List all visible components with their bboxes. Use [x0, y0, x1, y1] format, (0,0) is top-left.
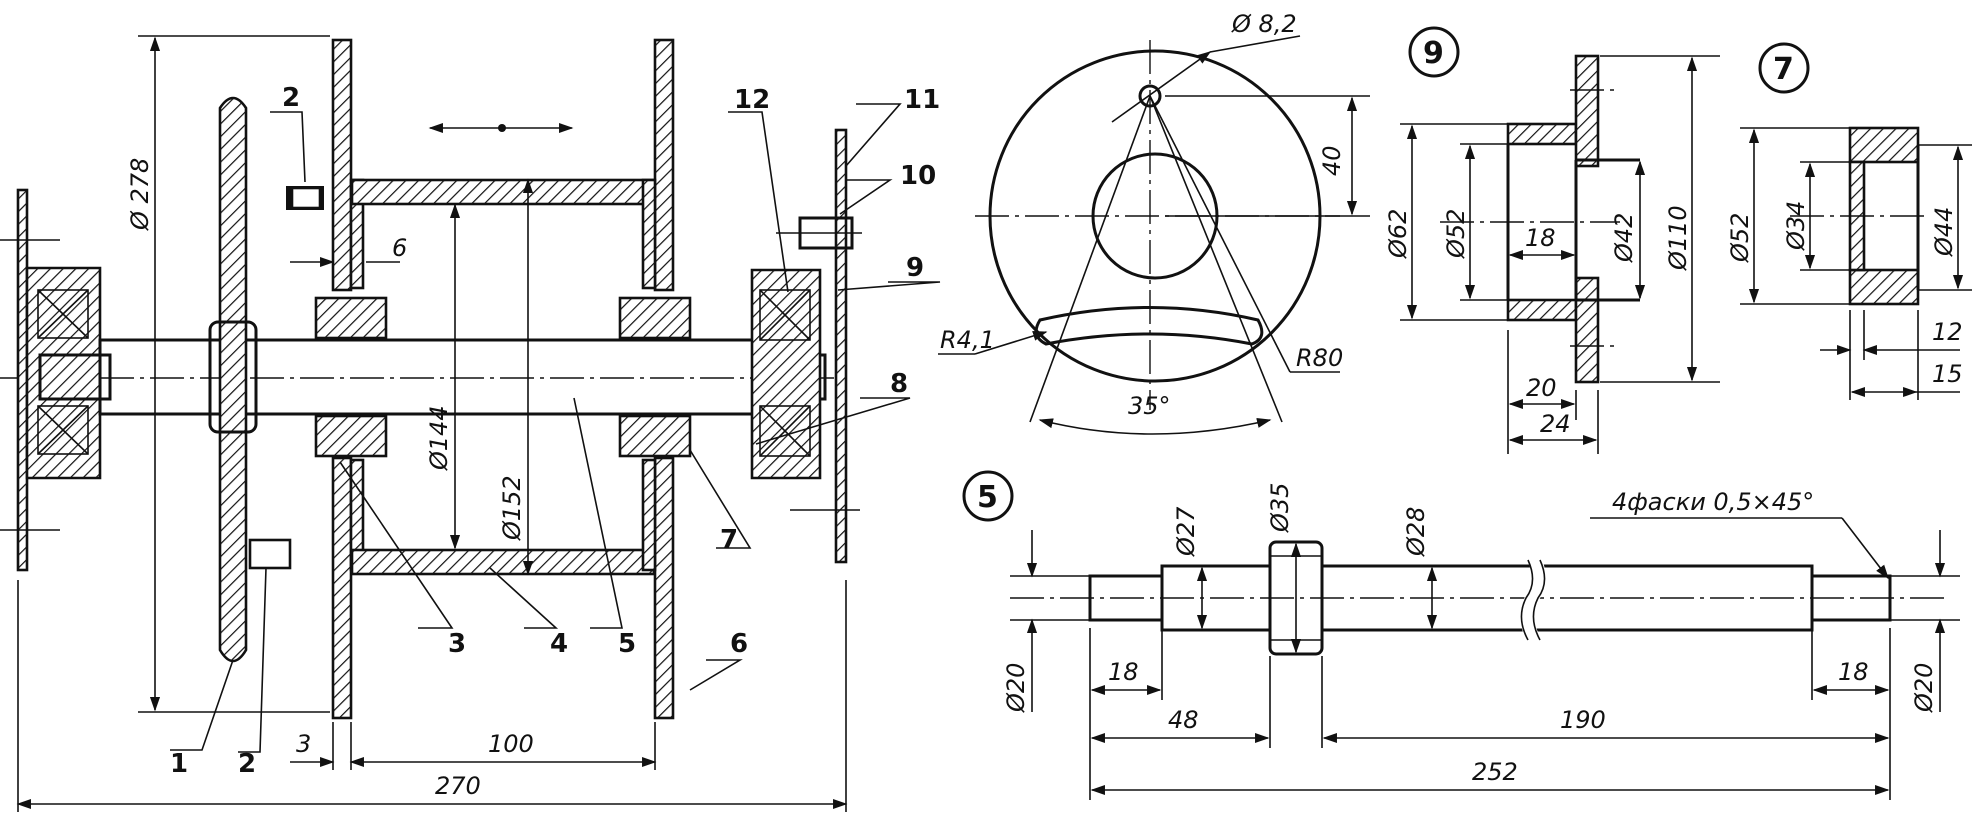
dim-d20-right: Ø20 [1910, 663, 1938, 713]
dim-15: 15 [1932, 360, 1963, 388]
callout-4: 4 [550, 629, 568, 659]
part-9-view: 9 Ø62 Ø52 18 Ø42 Ø110 20 24 [1384, 26, 1720, 454]
dim-190: 190 [1560, 706, 1606, 734]
dim-r80: R80 [1296, 344, 1343, 372]
part-5-number: 5 [977, 480, 998, 515]
sprocket-part-1 [208, 96, 324, 663]
dim-d110: Ø110 [1664, 205, 1692, 271]
dim-d278: Ø 278 [126, 158, 154, 231]
right-bearing-housing [750, 128, 862, 564]
dim-18-right: 18 [1838, 658, 1869, 686]
dim-270: 270 [435, 772, 481, 800]
dim-a35: 35° [1128, 392, 1171, 420]
dim-3: 3 [296, 730, 311, 758]
dim-20: 20 [1526, 374, 1557, 402]
callout-leaders [170, 103, 941, 753]
assembly-view: Ø 278 Ø144 Ø152 6 3 100 270 [0, 35, 941, 812]
callout-1: 1 [170, 749, 188, 779]
part-9-number: 9 [1423, 36, 1444, 71]
callout-7: 7 [720, 525, 738, 555]
dim-252: 252 [1472, 758, 1518, 786]
callout-5: 5 [618, 629, 636, 659]
dim-48: 48 [1168, 706, 1199, 734]
dim-d42: Ø42 [1610, 213, 1638, 263]
callout-11: 11 [904, 85, 940, 115]
dim-24: 24 [1540, 410, 1571, 438]
dim-d62: Ø62 [1384, 209, 1412, 259]
dim-12: 12 [1932, 318, 1963, 346]
chamfer-note: 4фаски 0,5×45° [1612, 488, 1814, 516]
left-bearing-housing [0, 188, 102, 572]
part-7-number: 7 [1773, 52, 1794, 87]
dim-d52-7: Ø52 [1726, 213, 1754, 263]
disc-view: Ø 8,2 40 R4,1 R80 35° [938, 10, 1370, 435]
callout-2-lower: 2 [238, 749, 256, 779]
callout-3: 3 [448, 629, 466, 659]
dim-d82: Ø 8,2 [1231, 10, 1297, 38]
dim-d44: Ø44 [1930, 207, 1958, 257]
callout-8: 8 [890, 369, 908, 399]
main-shaft [38, 338, 827, 416]
left-drum-flange [314, 38, 388, 720]
dim-100: 100 [488, 730, 534, 758]
dim-d20-left: Ø20 [1002, 663, 1030, 713]
dim-d28: Ø28 [1402, 507, 1430, 557]
callout-6: 6 [730, 629, 748, 659]
dim-d152: Ø152 [498, 475, 526, 541]
part-7-view: 7 Ø52 Ø34 Ø44 12 15 [1726, 42, 1972, 400]
callout-12: 12 [734, 85, 770, 115]
dim-40: 40 [1318, 145, 1346, 176]
dim-d144: Ø144 [425, 405, 453, 471]
dim-d35: Ø35 [1266, 483, 1294, 533]
right-drum-flange [618, 38, 692, 720]
dim-d52: Ø52 [1442, 209, 1470, 259]
dim-6: 6 [392, 234, 407, 262]
part-5-view: 5 Ø2 [962, 470, 1960, 800]
dim-r41: R4,1 [940, 326, 995, 354]
dim-d34: Ø34 [1782, 201, 1810, 251]
callout-10: 10 [900, 161, 936, 191]
callout-2-upper: 2 [282, 83, 300, 113]
dim-d27: Ø27 [1172, 506, 1200, 557]
dim-18: 18 [1525, 224, 1556, 252]
dim-18-left: 18 [1108, 658, 1139, 686]
callout-9: 9 [906, 253, 924, 283]
